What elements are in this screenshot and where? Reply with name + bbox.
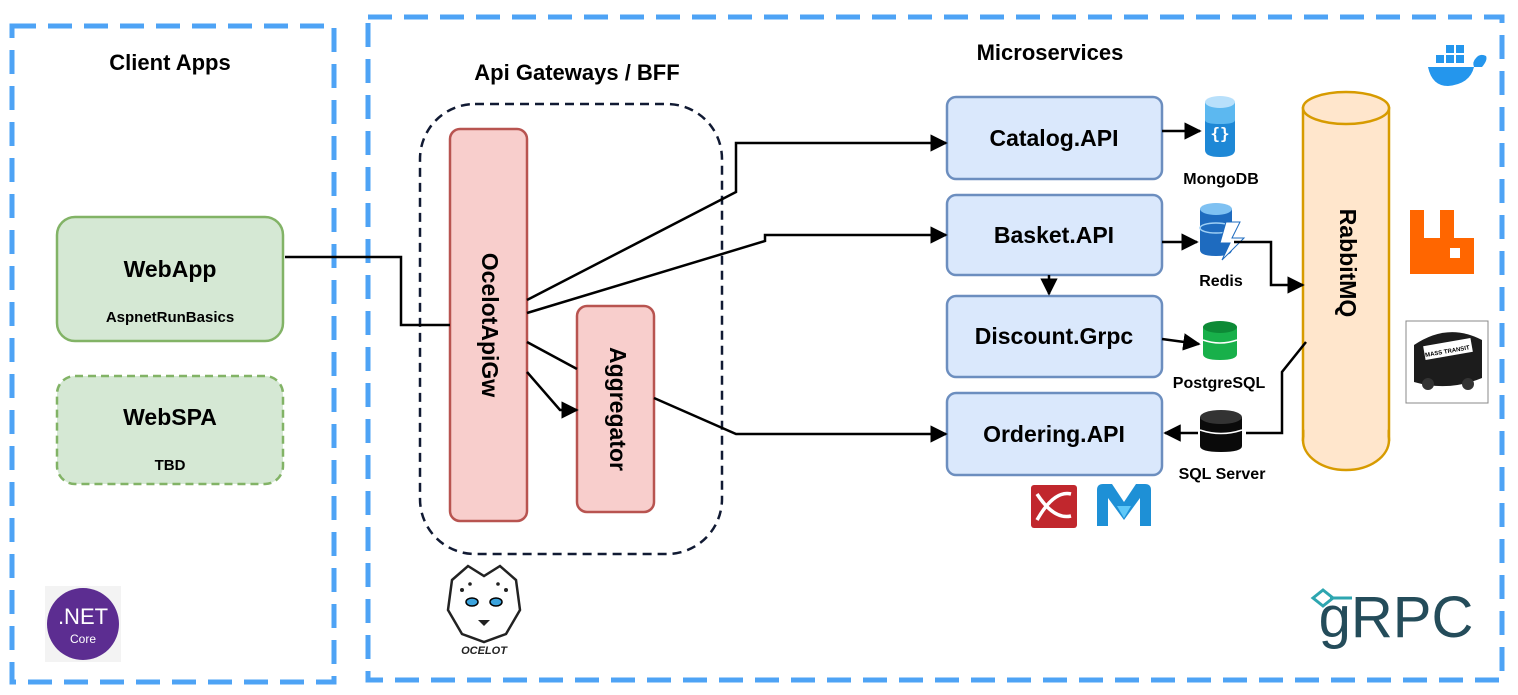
basket-api-node[interactable]: Basket.API bbox=[945, 193, 1164, 277]
redis-label: Redis bbox=[1199, 273, 1243, 290]
basket-api-label: Basket.API bbox=[994, 222, 1114, 248]
webspa-subtitle: TBD bbox=[155, 457, 186, 474]
webapp-node[interactable]: WebApp AspnetRunBasics bbox=[55, 215, 285, 343]
ocelot-logo-text: OCELOT bbox=[461, 645, 508, 657]
postgresql-icon bbox=[1202, 321, 1238, 360]
mediatr-icon bbox=[1097, 484, 1151, 526]
webapp-label: WebApp bbox=[124, 256, 217, 282]
rabbitmq-icon bbox=[1410, 210, 1474, 274]
connectors bbox=[285, 122, 1307, 443]
webspa-node[interactable]: WebSPA TBD bbox=[55, 374, 285, 486]
edge-webapp-ocelot bbox=[285, 255, 450, 327]
ordering-api-node[interactable]: Ordering.API bbox=[945, 391, 1164, 477]
webapp-subtitle: AspnetRunBasics bbox=[106, 309, 234, 326]
microservices-title: Microservices bbox=[977, 40, 1124, 65]
client-apps-title: Client Apps bbox=[109, 50, 230, 75]
ordering-api-label: Ordering.API bbox=[983, 421, 1125, 447]
automapper-icon bbox=[1031, 485, 1077, 528]
edge-ocelot-aggregator bbox=[526, 340, 578, 371]
client-apps-region bbox=[9, 23, 337, 685]
dotnet-logo-text: .NET bbox=[58, 604, 108, 629]
gateway-title: Api Gateways / BFF bbox=[474, 60, 679, 85]
edge-ocelot-aggregator-arrow bbox=[526, 371, 579, 419]
postgresql-label: PostgreSQL bbox=[1173, 375, 1266, 392]
catalog-api-node[interactable]: Catalog.API bbox=[945, 95, 1164, 181]
dotnet-logo-subtext: Core bbox=[70, 632, 96, 646]
ocelot-apigw-label: OcelotApiGw bbox=[477, 253, 503, 398]
catalog-api-label: Catalog.API bbox=[989, 125, 1118, 151]
masstransit-logo: MASS TRANSIT bbox=[1405, 320, 1489, 404]
svg-text:{}: {} bbox=[1210, 124, 1229, 143]
ocelot-logo: OCELOT bbox=[446, 564, 522, 657]
edge-ocelot-catalog bbox=[526, 134, 948, 302]
edge-redis-rabbitmq bbox=[1234, 240, 1305, 294]
mongodb-icon: {} bbox=[1205, 96, 1235, 157]
redis-icon bbox=[1199, 203, 1246, 261]
grpc-logo-text: gRPC bbox=[1319, 585, 1474, 650]
sql-server-label: SQL Server bbox=[1179, 466, 1266, 483]
ocelot-apigw-node[interactable]: OcelotApiGw bbox=[448, 127, 529, 523]
sql-server-icon bbox=[1199, 410, 1243, 452]
docker-icon bbox=[1428, 45, 1487, 86]
backend-region bbox=[365, 14, 1505, 683]
edge-discount-postgresql bbox=[1161, 333, 1201, 351]
mongodb-label: MongoDB bbox=[1183, 171, 1259, 188]
webspa-label: WebSPA bbox=[123, 404, 217, 430]
rabbitmq-label: RabbitMQ bbox=[1335, 209, 1361, 318]
grpc-logo: gRPC bbox=[1310, 585, 1474, 650]
edge-aggregator-ordering bbox=[653, 396, 948, 443]
edge-rabbitmq-sqlserver bbox=[1246, 341, 1307, 435]
aggregator-node[interactable]: Aggregator bbox=[575, 304, 656, 514]
discount-grpc-node[interactable]: Discount.Grpc bbox=[945, 294, 1164, 379]
rabbitmq-node[interactable]: RabbitMQ bbox=[1301, 90, 1391, 472]
gateway-group bbox=[418, 102, 724, 556]
dotnet-logo: .NET Core bbox=[45, 586, 121, 662]
edge-ocelot-basket bbox=[526, 226, 948, 315]
discount-grpc-label: Discount.Grpc bbox=[975, 323, 1134, 349]
aggregator-label: Aggregator bbox=[605, 347, 631, 471]
